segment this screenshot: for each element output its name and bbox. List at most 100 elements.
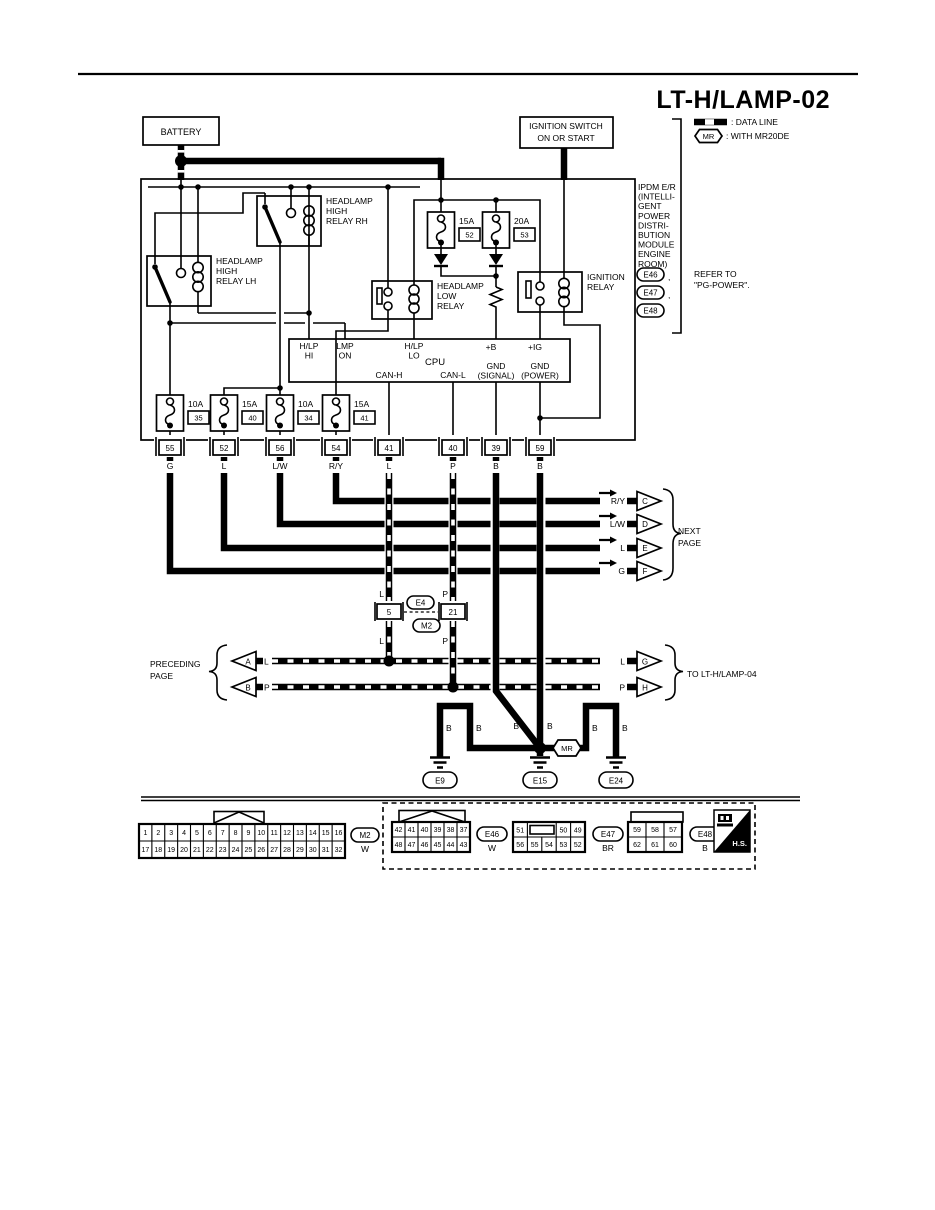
svg-text:LMP: LMP [336, 341, 354, 351]
terminal-40: 40 [449, 444, 458, 453]
svg-text:HEADLAMP: HEADLAMP [216, 256, 263, 266]
connector-pin-number: 10 [257, 830, 265, 837]
svg-text:+IG: +IG [528, 342, 542, 352]
connector-pin-number: 19 [167, 847, 175, 854]
svg-text:H: H [642, 684, 648, 693]
svg-text:D: D [642, 520, 648, 529]
svg-text:15A: 15A [242, 399, 257, 409]
fuse-40: 15A 40 [209, 394, 264, 432]
svg-text:E: E [642, 544, 647, 553]
fuse-53: 20A 53 [481, 211, 536, 249]
connector-pin-number: 59 [633, 827, 641, 834]
svg-text:POWER: POWER [638, 211, 670, 221]
svg-text:NEXT: NEXT [678, 526, 701, 536]
svg-text:R/Y: R/Y [329, 461, 344, 471]
svg-text:(POWER): (POWER) [521, 371, 559, 381]
svg-text:P: P [619, 683, 625, 693]
svg-text:L: L [387, 461, 392, 471]
connector-pin-number: 60 [669, 842, 677, 849]
connector-pin-number: 14 [309, 830, 317, 837]
connector-pin-number: 37 [460, 827, 468, 834]
next-page-links: R/Y L/W L G C D E F NEXT PAGE [599, 488, 701, 582]
connector-pin-number: 5 [195, 830, 199, 837]
connector-pin-number: 20 [180, 847, 188, 854]
svg-text:M2: M2 [359, 831, 371, 840]
connector-pin-number: 39 [434, 827, 442, 834]
svg-text:GENT: GENT [638, 201, 662, 211]
svg-text:,: , [668, 272, 670, 282]
grid-lines [526, 837, 572, 852]
headlamp-high-relay-lh: HEADLAMP HIGH RELAY LH [146, 255, 263, 313]
svg-text:DISTRI-: DISTRI- [638, 220, 669, 230]
connector-pin-number: 42 [395, 827, 403, 834]
battery-junction-dot [175, 155, 187, 167]
svg-text:G: G [618, 566, 625, 576]
resistor-icon [487, 286, 505, 339]
hs-view-icon: H.S. [713, 809, 751, 853]
connector-pin-number: 9 [246, 830, 250, 837]
cpu-box: CPU H/LP HI LMP ON H/LP LO +B +IG CAN-H … [288, 338, 571, 383]
ground-symbol-e24: E24 [598, 756, 634, 789]
svg-text:52: 52 [465, 231, 473, 240]
connector-pin-number: 13 [296, 830, 304, 837]
preceding-page-brace [208, 644, 228, 701]
connector-pin-number: 24 [232, 847, 240, 854]
wire-color-labels: G L L/W R/Y L P B B [167, 457, 544, 471]
mr-hexagon-icon [693, 128, 724, 144]
connector-pin-number: 44 [447, 842, 455, 849]
connector-pin-number: 30 [309, 847, 317, 854]
svg-text:49: 49 [574, 828, 582, 835]
svg-text:53: 53 [520, 231, 528, 240]
svg-text:HEADLAMP: HEADLAMP [326, 196, 373, 206]
svg-text:RELAY: RELAY [437, 301, 465, 311]
svg-text:HI: HI [305, 351, 314, 361]
terminal-52: 52 [220, 444, 229, 453]
battery-power-feed [175, 145, 445, 180]
connector-pin-number: 45 [434, 842, 442, 849]
ignition-relay: IGNITION RELAY [517, 180, 625, 421]
terminal-5: 5 [387, 608, 392, 617]
connector-pin-number: 28 [283, 847, 291, 854]
connector-pin-number: 31 [322, 847, 330, 854]
svg-text:(INTELLI-: (INTELLI- [638, 192, 675, 202]
svg-text:35: 35 [194, 414, 202, 423]
connector-pin-number: 47 [408, 842, 416, 849]
connector-pin-number: 43 [460, 842, 468, 849]
svg-text:20A: 20A [514, 216, 529, 226]
svg-text:50: 50 [560, 828, 568, 835]
svg-text:E9: E9 [435, 777, 445, 786]
fuse-41: 15A 41 [321, 394, 376, 432]
connector-pin-number: 21 [193, 847, 201, 854]
svg-text:B: B [476, 723, 482, 733]
connector-pin-number: 23 [219, 847, 227, 854]
svg-text:C: C [642, 497, 648, 506]
connector-pin-number: 17 [142, 847, 150, 854]
ipdm-connectors-dashed-box [382, 802, 756, 870]
terminal-55: 55 [166, 444, 175, 453]
connector-pin-number: 53 [560, 842, 568, 849]
ipdm-connector-refs: E46 , E47 , E48 [636, 267, 670, 318]
svg-text:RELAY LH: RELAY LH [216, 276, 256, 286]
svg-text:H.S.: H.S. [732, 839, 747, 848]
relay-output-wires [169, 242, 389, 395]
page-title: LT-H/LAMP-02 [656, 86, 830, 114]
svg-text:BR: BR [602, 843, 614, 853]
cpu-label: CPU [425, 357, 445, 368]
connector-pin-number: 1 [143, 830, 147, 837]
connector-pin-number: 38 [447, 827, 455, 834]
legend-data-line-label: : DATA LINE [731, 117, 778, 127]
svg-text:W: W [361, 844, 369, 854]
svg-text:40: 40 [248, 414, 256, 423]
svg-text:CAN-H: CAN-H [376, 370, 403, 380]
connector-pin-number: 52 [574, 842, 582, 849]
grid-lines [392, 822, 470, 852]
svg-text:H/LP: H/LP [405, 341, 424, 351]
svg-text:E48: E48 [698, 830, 713, 839]
svg-text:41: 41 [360, 414, 368, 423]
svg-text:G: G [167, 461, 174, 471]
svg-text:E24: E24 [609, 777, 624, 786]
grid-lines [628, 822, 682, 852]
